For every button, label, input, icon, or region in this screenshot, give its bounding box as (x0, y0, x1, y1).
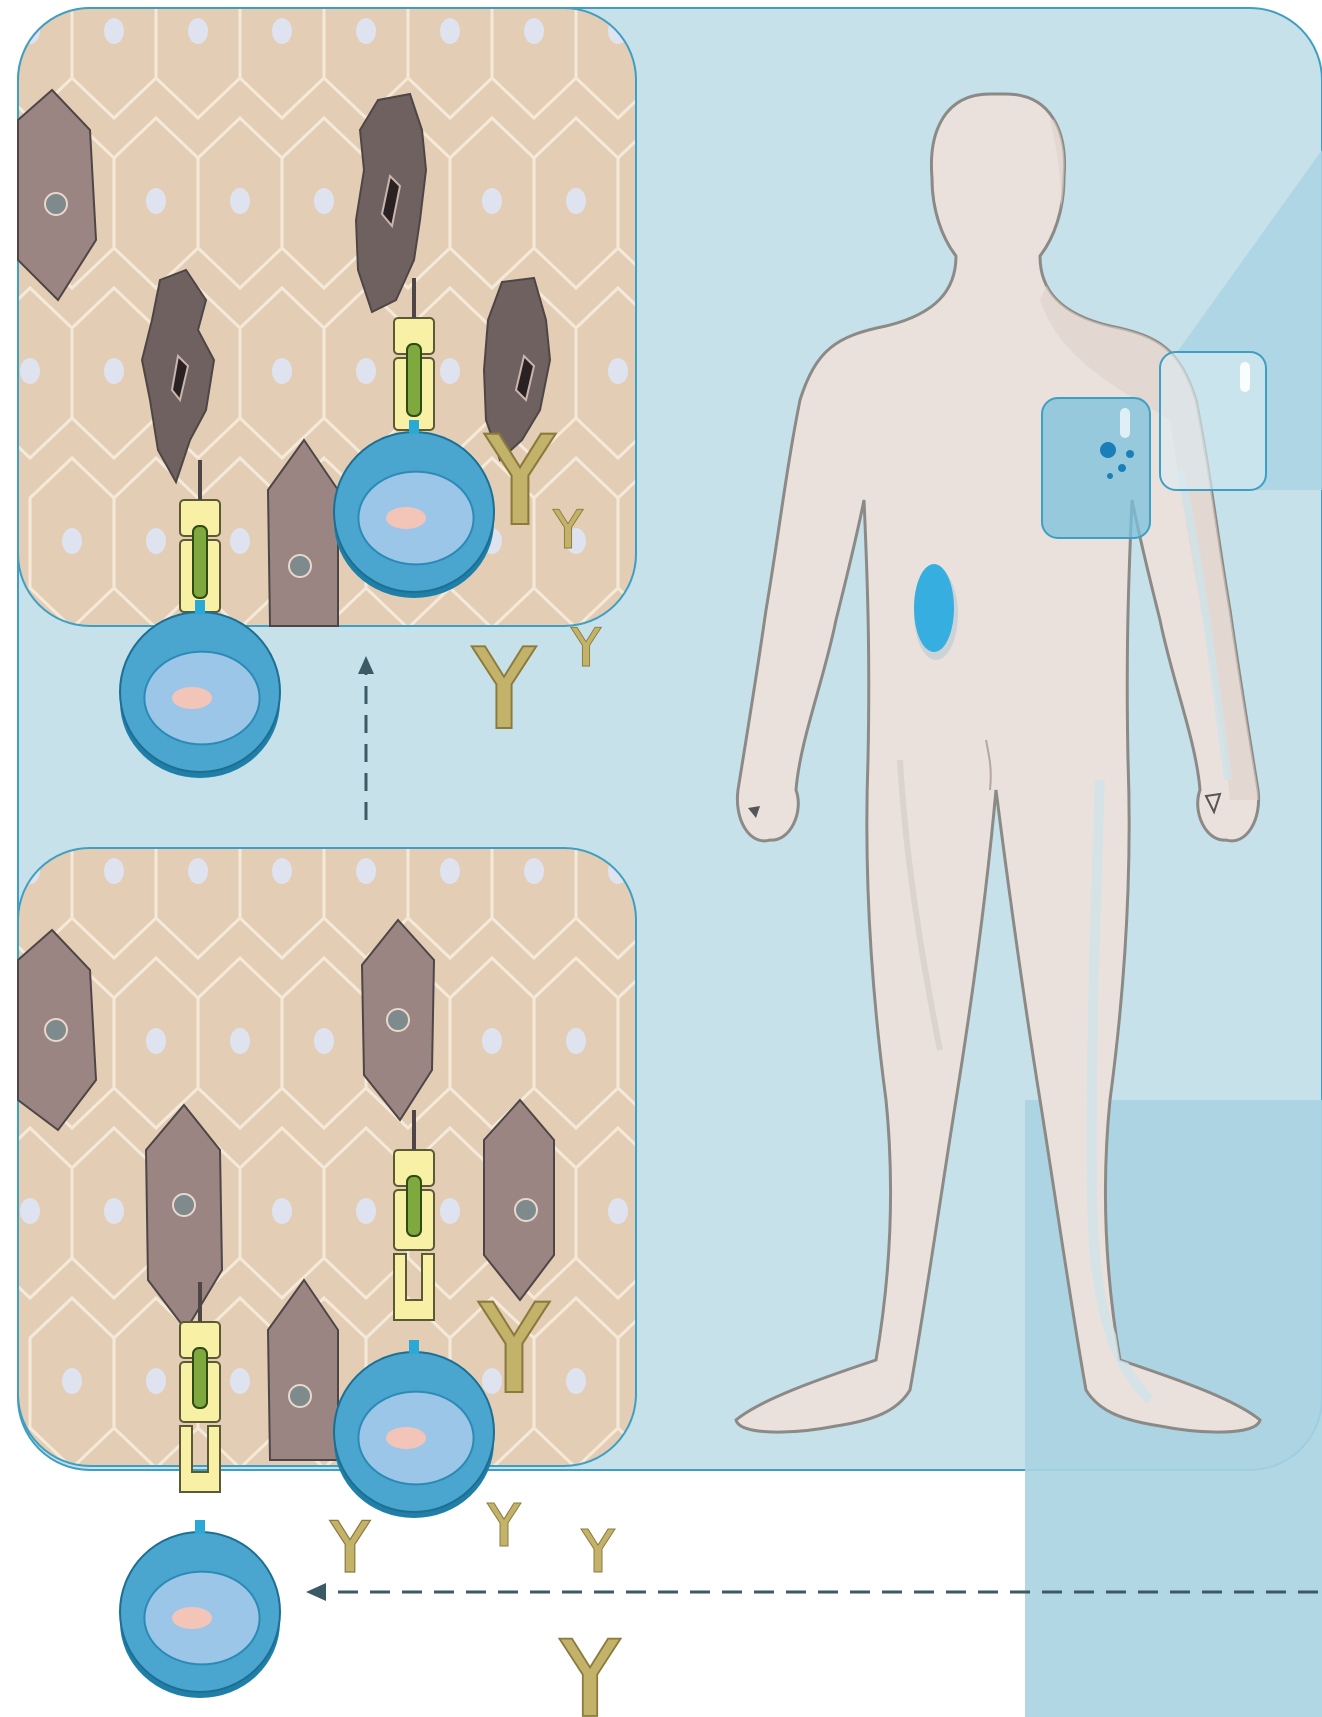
tissue-nucleus (62, 1368, 82, 1394)
tissue-nucleus (608, 358, 628, 384)
antibody-icon (487, 1503, 521, 1546)
tissue-nucleus (440, 18, 460, 44)
antibody-icon (581, 1529, 615, 1572)
tissue-nucleus (230, 528, 250, 554)
tissue-nucleus (356, 1538, 376, 1564)
tissue-nucleus (146, 1028, 166, 1054)
tissue-nucleus (356, 858, 376, 884)
skin-spot (1118, 464, 1126, 472)
tissue-cell (492, 1468, 576, 1638)
t-cell-icon (120, 1520, 280, 1698)
tissue-nucleus (20, 358, 40, 384)
tissue-nucleus (524, 18, 544, 44)
tissue-nucleus (104, 1538, 124, 1564)
tissue-nucleus (20, 1538, 40, 1564)
skin-spot (1107, 473, 1113, 479)
antigen-peptide (193, 1348, 207, 1408)
tissue-nucleus (188, 18, 208, 44)
tissue-cell (0, 1468, 72, 1638)
tissue-nucleus (146, 1368, 166, 1394)
organ-highlight-core (914, 564, 954, 652)
tissue-nucleus (62, 528, 82, 554)
skin-zoom-box-front (1042, 398, 1150, 538)
tissue-nucleus (272, 18, 292, 44)
tissue-nucleus (566, 1028, 586, 1054)
tissue-cell (660, 1468, 744, 1638)
skin-zoom-box-back (1160, 352, 1266, 490)
antigen-peptide (407, 1176, 421, 1236)
tissue-nucleus (482, 1368, 502, 1394)
tissue-nucleus (440, 1198, 460, 1224)
skin-spot (1100, 442, 1116, 458)
skin-box-glare (1240, 362, 1250, 392)
tissue-nucleus (356, 1198, 376, 1224)
tissue-nucleus (230, 1028, 250, 1054)
tissue-nucleus (314, 1028, 334, 1054)
tissue-nucleus (20, 1198, 40, 1224)
tissue-nucleus (272, 358, 292, 384)
tissue-nucleus (482, 188, 502, 214)
tissue-nucleus (482, 1028, 502, 1054)
tissue-nucleus (230, 1368, 250, 1394)
tissue-nucleus (566, 1368, 586, 1394)
tissue-nucleus (608, 1198, 628, 1224)
skin-spot (1126, 450, 1134, 458)
tissue-nucleus (146, 188, 166, 214)
tissue-nucleus (272, 1198, 292, 1224)
tissue-cell (576, 1468, 660, 1638)
antigen-peptide (193, 526, 207, 598)
tissue-nucleus (188, 858, 208, 884)
antibody-icon (330, 1520, 371, 1572)
tissue-nucleus (272, 1538, 292, 1564)
tissue-nucleus (272, 858, 292, 884)
tissue-nucleus (146, 528, 166, 554)
tissue-nucleus (440, 1538, 460, 1564)
tissue-nucleus (692, 1538, 712, 1564)
tissue-nucleus (104, 18, 124, 44)
tissue-nucleus (314, 188, 334, 214)
antigen-peptide (407, 344, 421, 416)
tissue-nucleus (356, 358, 376, 384)
tissue-nucleus (104, 1198, 124, 1224)
tissue-nucleus (524, 858, 544, 884)
tissue-nucleus (230, 188, 250, 214)
tissue-nucleus (608, 1538, 628, 1564)
tissue-nucleus (356, 18, 376, 44)
antibody-icon (559, 1639, 620, 1716)
tissue-nucleus (524, 1538, 544, 1564)
tissue-nucleus (104, 358, 124, 384)
tissue-nucleus (566, 188, 586, 214)
tissue-nucleus (440, 858, 460, 884)
tissue-nucleus (104, 858, 124, 884)
tissue-nucleus (440, 358, 460, 384)
skin-box-glare-2 (1120, 408, 1130, 438)
